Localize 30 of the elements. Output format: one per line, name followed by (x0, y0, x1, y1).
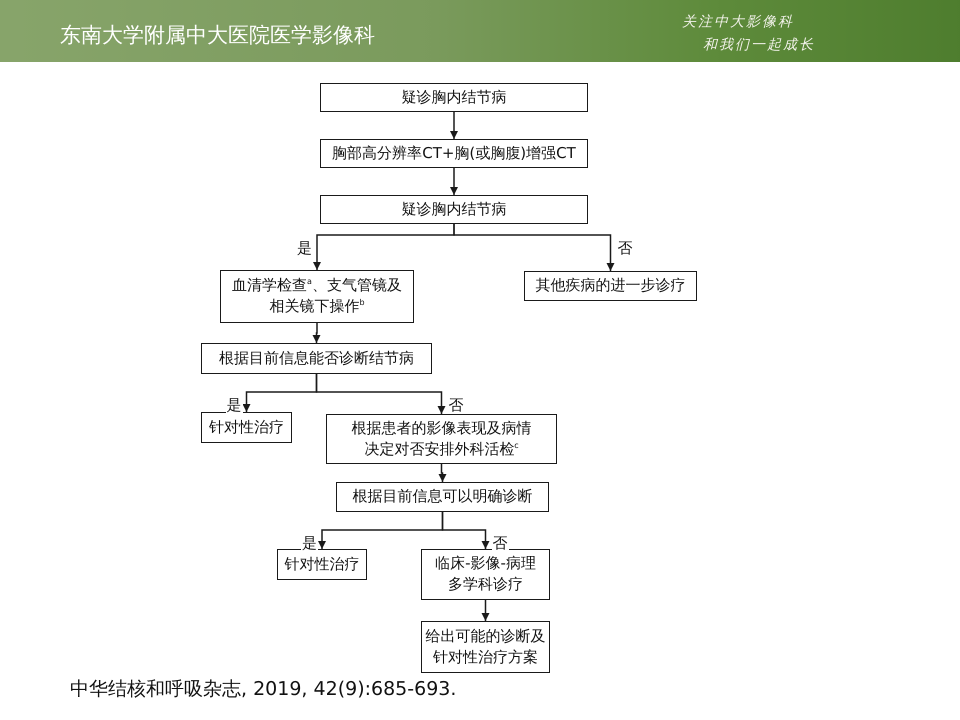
slogan-text: 关注中大影像科 (682, 13, 794, 31)
arrow (438, 464, 446, 482)
arrow (482, 600, 490, 621)
arrow (316, 374, 446, 414)
page-title: 东南大学附属中大医院医学影像科 (60, 22, 375, 48)
edge-label: 否 (616, 239, 634, 257)
arrow (453, 224, 614, 271)
process-box: 临床-影像-病理多学科诊疗 (421, 549, 550, 600)
process-box: 其他疾病的进一步诊疗 (524, 271, 697, 301)
arrow (450, 168, 458, 195)
process-box: 胸部高分辨率CT+胸(或胸腹)增强CT (320, 139, 588, 168)
process-box: 根据目前信息能否诊断结节病 (201, 343, 432, 374)
process-box: 针对性治疗 (201, 412, 292, 443)
process-box: 疑诊胸内结节病 (320, 83, 588, 112)
slogan-text: 和我们一起成长 (703, 36, 815, 54)
process-box: 根据目前信息可以明确诊断 (336, 482, 549, 512)
edge-label: 是 (301, 534, 318, 552)
arrow (442, 512, 490, 549)
process-box: 疑诊胸内结节病 (320, 195, 588, 224)
arrow (450, 112, 458, 139)
edge-label: 否 (448, 396, 464, 414)
process-box: 血清学检查$^{a}$、支气管镜及相关镜下操作$^{b}$ (220, 270, 414, 323)
process-box: 给出可能的诊断及针对性治疗方案 (421, 621, 550, 673)
edge-label: 是 (296, 239, 313, 257)
arrow (312, 323, 320, 343)
process-box: 根据患者的影像表现及病情决定对否安排外科活检$^{c}$ (326, 414, 557, 464)
process-box: 针对性治疗 (277, 549, 367, 580)
edge-label: 否 (492, 534, 508, 552)
citation-text: 中华结核和呼吸杂志, 2019, 42(9):685-693. (70, 677, 456, 701)
edge-label: 是 (226, 396, 242, 414)
